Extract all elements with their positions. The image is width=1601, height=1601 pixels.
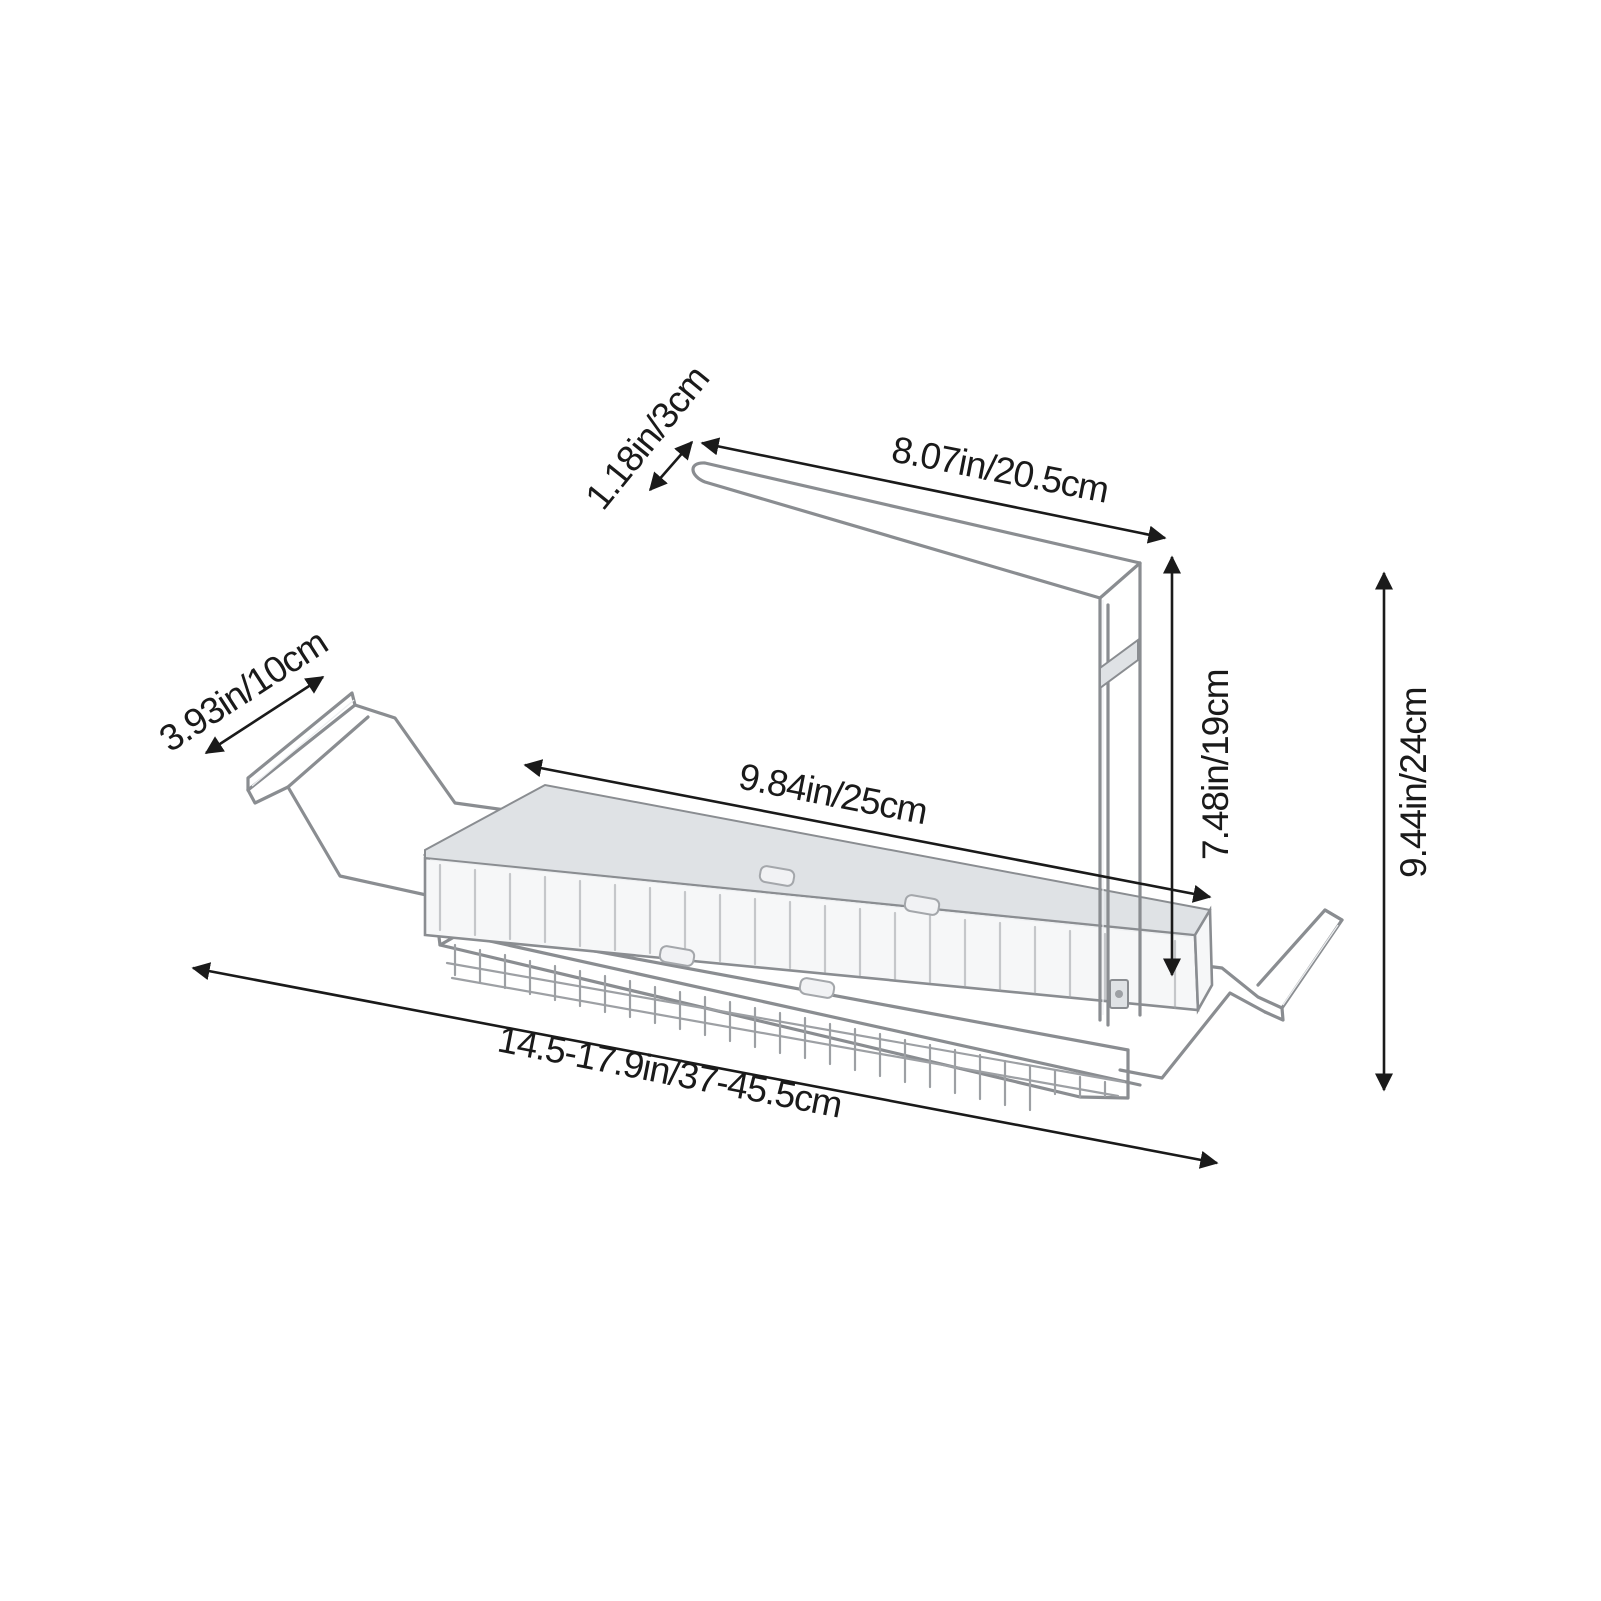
dimension-line-arm-width: [204, 675, 325, 755]
dimension-line-total-length: [191, 962, 1219, 1169]
dimension-line-handle-width: [649, 440, 693, 492]
dimension-lines: [191, 437, 1394, 1169]
basket-tray: [423, 783, 1214, 1015]
dimension-labels: 1.18in/3cm 8.07in/20.5cm 7.48in/19cm 9.4…: [152, 358, 1434, 1125]
label-handle-length: 8.07in/20.5cm: [888, 429, 1111, 511]
label-handle-height: 7.48in/19cm: [1195, 669, 1236, 860]
dimension-line-basket-length: [523, 759, 1212, 903]
label-handle-width: 1.18in/3cm: [577, 358, 716, 517]
dimension-line-handle-length: [700, 437, 1167, 544]
label-total-height: 9.44in/24cm: [1393, 687, 1434, 878]
label-total-length: 14.5-17.9in/37-45.5cm: [494, 1019, 845, 1126]
label-basket-length: 9.84in/25cm: [735, 756, 930, 833]
